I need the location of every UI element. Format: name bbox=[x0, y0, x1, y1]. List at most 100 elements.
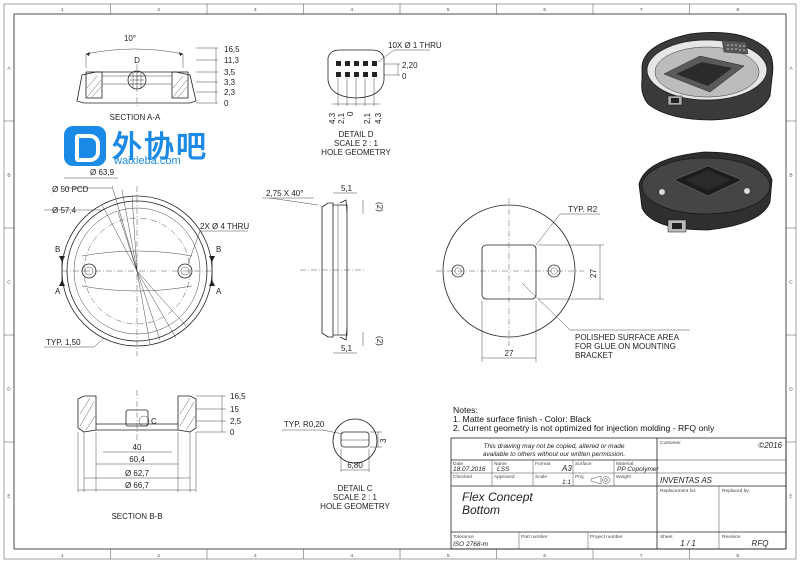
tb-date-label: Date bbox=[453, 461, 463, 467]
zone-bottom-6: 6 bbox=[543, 553, 546, 559]
section-bb-detail-marker: C bbox=[151, 417, 157, 426]
section-bb-view: C 16,5 15 2,5 0 40 60,4 Ø 62,7 Ø 66,7 SE… bbox=[77, 390, 246, 521]
zone-top-5: 5 bbox=[447, 7, 450, 13]
zone-bottom-7: 7 bbox=[640, 553, 643, 559]
detail-d-bottom-dim-3: 2,1 bbox=[363, 112, 372, 124]
notes-block: Notes: 1. Matte surface finish - Color: … bbox=[453, 405, 715, 433]
title-block: This drawing may not be copied, altered … bbox=[450, 437, 787, 550]
detail-c-height: 3 bbox=[379, 438, 388, 443]
section-bb-label: SECTION B-B bbox=[111, 512, 162, 521]
front-section-a-right: A bbox=[216, 287, 222, 296]
detail-d-holes bbox=[336, 61, 377, 77]
tb-name: LSS bbox=[497, 466, 510, 473]
section-aa-angle: 10° bbox=[124, 34, 136, 43]
tb-customer-label: Customer bbox=[660, 440, 681, 446]
side-top-dim: 5,1 bbox=[341, 184, 353, 193]
tb-sheet: 1 / 1 bbox=[680, 539, 696, 548]
side-bottom-dim: 5,1 bbox=[341, 344, 353, 353]
logo-mark-icon bbox=[64, 126, 106, 166]
zone-left-D: D bbox=[7, 387, 11, 393]
side-view: 2,75 X 40° 5,1 5,1 (2) (2) bbox=[262, 184, 384, 354]
tb-sheet-label: Sheet bbox=[660, 534, 673, 540]
front-typ-note: TYP. 1,50 bbox=[46, 338, 81, 347]
tb-format: A3 bbox=[561, 464, 572, 473]
section-aa-height-0: 16,5 bbox=[224, 45, 240, 54]
detail-d-bottom-dim-1: 2,1 bbox=[337, 112, 346, 124]
tb-replaced-label: Replaced by: bbox=[722, 488, 750, 494]
detail-d-view: 10X Ø 1 THRU 2,20 0 4,3 2,1 0 2,1 4,3 DE… bbox=[321, 41, 442, 157]
notes-heading: Notes: bbox=[453, 405, 478, 415]
zone-top-1: 1 bbox=[61, 7, 64, 13]
zone-right-B: B bbox=[789, 173, 792, 179]
section-bb-height-2: 2,5 bbox=[230, 417, 242, 426]
section-bb-width-3: Ø 66,7 bbox=[125, 481, 150, 490]
front-view: Ø 63,9 Ø 50 PCD Ø 57,4 2X Ø 4 THRU B A B… bbox=[44, 168, 249, 356]
zone-top-6: 6 bbox=[543, 7, 546, 13]
front-section-b: B bbox=[55, 245, 60, 254]
watermark-brand-cn: 外协吧 bbox=[112, 130, 208, 165]
section-aa-label: SECTION A-A bbox=[110, 113, 161, 122]
section-aa-height-4: 2,3 bbox=[224, 88, 236, 97]
front-d-inner: Ø 57,4 bbox=[52, 206, 77, 215]
front-section-b-right: B bbox=[216, 245, 221, 254]
front-holes-note: 2X Ø 4 THRU bbox=[200, 222, 249, 231]
zone-right-D: D bbox=[789, 387, 793, 393]
detail-d-holes-note: 10X Ø 1 THRU bbox=[388, 41, 442, 50]
section-bb-height-0: 16,5 bbox=[230, 392, 246, 401]
zone-top-2: 2 bbox=[157, 7, 160, 13]
tb-disclaimer-0: This drawing may not be copied, altered … bbox=[484, 443, 625, 450]
section-aa-detail-marker: D bbox=[134, 56, 140, 65]
tb-company: INVENTAS AS bbox=[660, 476, 713, 485]
back-typ-r: TYP. R2 bbox=[568, 205, 598, 214]
detail-c-label: DETAIL C bbox=[337, 484, 372, 493]
back-view: TYP. R2 27 27 POLISHED SURFACE AREA FOR … bbox=[436, 198, 690, 362]
detail-d-bottom-dim-0: 4,3 bbox=[328, 112, 337, 124]
tb-project-label: Project number bbox=[590, 534, 623, 540]
front-section-a: A bbox=[55, 287, 61, 296]
projection-symbol-icon bbox=[590, 475, 610, 485]
tb-revision-label: Revision bbox=[722, 534, 741, 540]
back-callout-line-1: FOR GLUE ON MOUNTING bbox=[575, 342, 676, 351]
tb-surface-label: Surface bbox=[575, 461, 592, 467]
detail-d-label: DETAIL D bbox=[338, 130, 373, 139]
section-aa-height-3: 3,3 bbox=[224, 78, 236, 87]
zone-top-4: 4 bbox=[350, 7, 353, 13]
zone-bottom-5: 5 bbox=[447, 553, 450, 559]
zone-top-7: 7 bbox=[640, 7, 643, 13]
detail-c-typ-r: TYP. R0,20 bbox=[284, 420, 325, 429]
front-d-outer: Ø 63,9 bbox=[90, 168, 115, 177]
tb-title-line2: Bottom bbox=[462, 503, 500, 517]
detail-d-title: HOLE GEOMETRY bbox=[321, 148, 391, 157]
side-ref-bottom: (2) bbox=[375, 336, 384, 346]
tb-material: PP Copolymer bbox=[617, 466, 659, 473]
tb-scale: 1:1 bbox=[562, 479, 571, 486]
zone-bottom-4: 4 bbox=[350, 553, 353, 559]
zone-bottom-3: 3 bbox=[254, 553, 257, 559]
detail-c-scale: SCALE 2 : 1 bbox=[333, 493, 378, 502]
notes-item-1: 1. Matte surface finish - Color: Black bbox=[453, 414, 592, 424]
tb-revision: RFQ bbox=[752, 539, 769, 548]
detail-c-width: 6,80 bbox=[347, 461, 363, 470]
back-dim-vertical: 27 bbox=[589, 269, 598, 278]
tb-material-label: Material bbox=[616, 461, 633, 467]
section-bb-width-0: 40 bbox=[133, 443, 142, 452]
tb-tolerance: ISO 2768-m bbox=[453, 541, 489, 548]
tb-format-label: Format bbox=[535, 461, 551, 467]
zone-ticks bbox=[4, 4, 796, 559]
tb-weight-label: Weight bbox=[616, 474, 632, 480]
detail-c-title: HOLE GEOMETRY bbox=[320, 502, 390, 511]
notes-item-2: 2. Current geometry is not optimized for… bbox=[453, 423, 715, 433]
section-aa-height-2: 3,5 bbox=[224, 68, 236, 77]
zone-left-E: E bbox=[7, 494, 10, 500]
back-callout-line-0: POLISHED SURFACE AREA bbox=[575, 333, 680, 342]
tb-replacement-label: Replacement for: bbox=[660, 488, 697, 494]
section-bb-height-1: 15 bbox=[230, 405, 239, 414]
section-aa-view: 10° D 16,5 11,3 3,5 3,3 2,3 0 SECTION A-… bbox=[76, 34, 240, 122]
tb-approved-label: Approved bbox=[494, 474, 515, 480]
detail-c-view: TYP. R0,20 3 6,80 DETAIL C SCALE 2 : 1 H… bbox=[282, 418, 390, 511]
zone-left-B: B bbox=[7, 173, 10, 179]
section-aa-height-1: 11,3 bbox=[224, 56, 240, 65]
tb-scale-label: Scale bbox=[535, 474, 547, 480]
